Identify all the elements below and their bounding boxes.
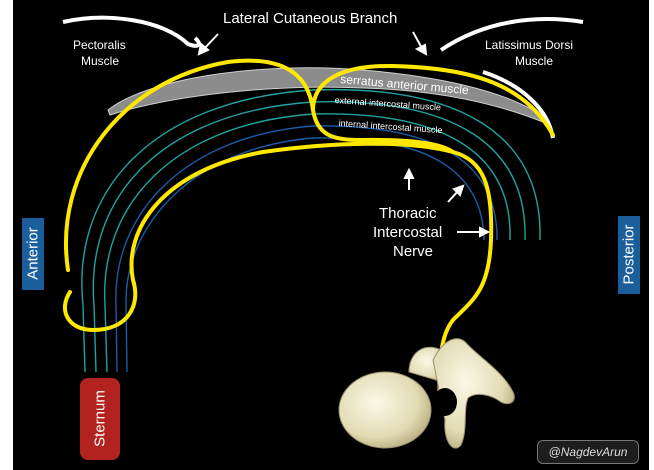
nerve-label-line3: Nerve <box>393 243 433 260</box>
lateral-cutaneous-branch-label: Lateral Cutaneous Branch <box>223 10 397 27</box>
sternum-label: Sternum <box>92 378 109 460</box>
internal-intercostal-lines <box>116 126 497 372</box>
posterior-badge: Posterior <box>618 216 640 294</box>
pectoralis-muscle-label-line1: Pectoralis <box>73 38 126 52</box>
vertebral-foramen <box>433 388 457 416</box>
latissimus-dorsi-label-line1: Latissimus Dorsi <box>485 38 573 52</box>
watermark: @NagdevArun <box>537 440 639 464</box>
posterior-label: Posterior <box>621 216 638 294</box>
anterior-label: Anterior <box>25 218 42 290</box>
latissimus-dorsi-label-line2: Muscle <box>515 54 553 68</box>
anterior-badge: Anterior <box>22 218 44 290</box>
nerve-label-line2: Intercostal <box>373 224 442 241</box>
vertebra <box>339 339 514 449</box>
diagram-canvas: Lateral Cutaneous Branch Pectoralis Musc… <box>13 0 649 470</box>
nerve-label-line1: Thoracic <box>379 205 437 222</box>
external-intercostal-lines <box>82 90 540 372</box>
sternum-badge: Sternum <box>80 378 120 460</box>
pectoralis-muscle-label-line2: Muscle <box>81 54 119 68</box>
vertebral-body <box>339 372 431 448</box>
